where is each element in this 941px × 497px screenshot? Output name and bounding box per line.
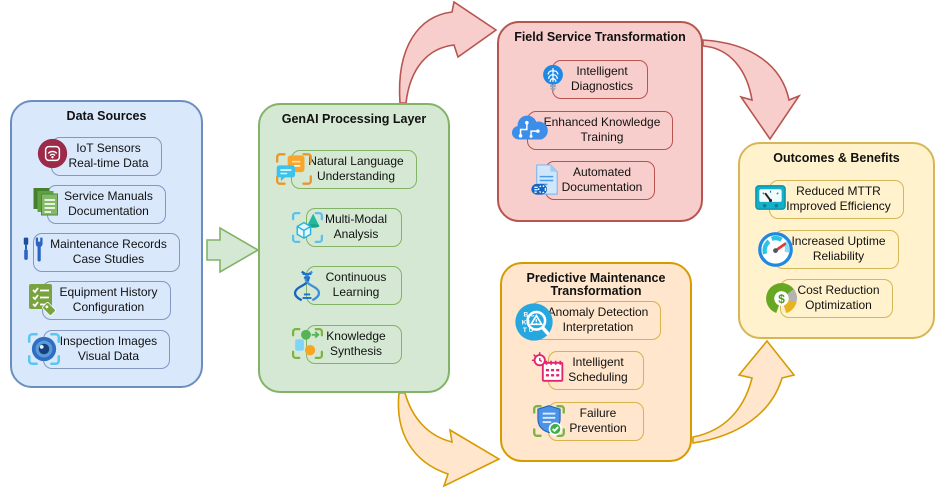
node-label-line2: Learning — [332, 285, 380, 300]
node-label-line2: Optimization — [805, 298, 872, 313]
svg-text:K I: K I — [521, 320, 529, 327]
node-label-line1: Continuous — [325, 270, 387, 285]
chat-bubbles-icon — [273, 150, 313, 188]
bulb-brain-icon — [534, 61, 572, 99]
node-iot-sensors: IoT Sensors Real-time Data — [12, 136, 201, 176]
node-label-line2: Improved Efficiency — [786, 199, 891, 214]
genai-processing-group: GenAI Processing Layer Natural Language … — [258, 103, 450, 393]
node-maintenance-records: Maintenance Records Case Studies — [12, 233, 201, 273]
node-label-line1: Inspection Images — [59, 333, 158, 348]
predictive-maintenance-group: Predictive Maintenance Transformation B … — [500, 262, 692, 462]
node-label-line1: Cost Reduction — [797, 283, 880, 298]
node-label-line2: Visual Data — [77, 348, 140, 363]
node-label-line1: Failure — [579, 405, 617, 420]
speedometer-icon — [756, 230, 794, 268]
shield-check-icon — [530, 402, 568, 440]
data-to-genai-arrow — [206, 226, 260, 274]
node-service-manuals: Service Manuals Documentation — [12, 184, 201, 224]
node-label-line1: Maintenance Records — [50, 237, 167, 252]
node-label-line2: Reliability — [812, 248, 865, 263]
svg-text:T U: T U — [523, 327, 534, 334]
node-label-line2: Documentation — [561, 180, 643, 195]
node-label-line2: Diagnostics — [570, 79, 634, 94]
node-label-line2: Configuration — [72, 300, 145, 315]
data-sources-title: Data Sources — [66, 109, 147, 123]
node-label-line2: Case Studies — [72, 252, 145, 267]
node-label-line2: Documentation — [68, 203, 149, 218]
meter-gauge-icon — [751, 181, 789, 219]
node-label-line1: Automated — [572, 165, 632, 180]
knowledge-synthesis-icon — [288, 325, 326, 363]
node-label-line1: Multi-Modal — [324, 212, 387, 226]
node-label-line1: Anomaly Detection — [547, 304, 649, 319]
field-service-transformation-group: Field Service Transformation Intelligent… — [497, 21, 703, 222]
node-label-line1: Intelligent — [576, 64, 628, 79]
cost-donut-icon: $ — [762, 280, 800, 318]
outcomes-title: Outcomes & Benefits — [773, 151, 900, 165]
predictive-maintenance-title-line2-clipped: Transformation — [550, 284, 642, 298]
node-label-line1: IoT Sensors — [76, 140, 141, 155]
genai-to-predictive-arrow — [397, 392, 501, 488]
cloud-circuit-icon — [509, 111, 548, 149]
node-label-line1: Natural Language — [308, 153, 404, 168]
node-cost-reduction: $ Cost Reduction Optimization — [740, 279, 933, 319]
node-label-line1: Enhanced Knowledge — [543, 114, 661, 129]
node-knowledge-synthesis: Knowledge Synthesis — [260, 324, 448, 364]
node-label-line1: Intelligent — [572, 355, 624, 370]
calendar-clock-icon — [530, 351, 568, 390]
field-service-to-outcomes-arrow — [702, 39, 802, 141]
node-label-line1: Increased Uptime — [791, 233, 886, 248]
node-natural-language-understanding: Natural Language Understanding — [260, 149, 448, 189]
node-label-line2: Understanding — [316, 168, 396, 183]
svg-text:$: $ — [778, 292, 785, 306]
data-sources-group: Data Sources IoT Sensors Real-time Data … — [10, 100, 203, 388]
document-table-icon — [527, 162, 565, 200]
predictive-to-outcomes-arrow — [692, 339, 796, 444]
node-enhanced-knowledge-training: Enhanced Knowledge Training — [499, 110, 701, 150]
node-label-line1: Reduced MTTR — [796, 184, 881, 199]
inspection-eye-icon — [25, 330, 63, 368]
node-intelligent-diagnostics: Intelligent Diagnostics — [499, 60, 701, 100]
node-equipment-history: Equipment History Configuration — [12, 281, 201, 321]
node-label-line1: Knowledge — [326, 328, 386, 343]
node-increased-uptime: Increased Uptime Reliability — [740, 229, 933, 269]
genai-to-field-service-arrow — [398, 0, 498, 104]
node-label-line2: Interpretation — [562, 319, 634, 334]
iot-sensors-icon — [33, 137, 71, 175]
node-label-line2: Real-time Data — [68, 155, 149, 170]
multimodal-cube-icon — [288, 209, 326, 247]
node-intelligent-scheduling: Intelligent Scheduling — [502, 351, 690, 391]
service-manuals-icon — [29, 185, 67, 223]
node-automated-documentation: Automated Documentation — [499, 161, 701, 201]
node-label-line2: Prevention — [569, 420, 627, 435]
dna-icon — [288, 267, 326, 305]
node-label-line1: Equipment History — [59, 285, 158, 300]
node-inspection-images: Inspection Images Visual Data — [12, 329, 201, 369]
node-multi-modal-analysis: Multi-Modal Analysis — [260, 208, 448, 247]
node-continuous-learning: Continuous Learning — [260, 266, 448, 306]
node-label-line2: Scheduling — [568, 370, 628, 385]
field-service-title: Field Service Transformation — [514, 30, 686, 44]
node-failure-prevention: Failure Prevention — [502, 401, 690, 441]
predictive-maintenance-title: Predictive Maintenance — [526, 271, 666, 285]
node-reduced-mttr: Reduced MTTR Improved Efficiency — [740, 180, 933, 220]
node-label-line2: Analysis — [333, 227, 379, 241]
outcomes-benefits-group: Outcomes & Benefits Reduced MTTR Improve… — [738, 142, 935, 339]
node-label-line2: Training — [580, 129, 624, 144]
genai-title: GenAI Processing Layer — [281, 112, 427, 126]
node-label-line1: Service Manuals — [64, 188, 153, 203]
node-label-line2: Synthesis — [329, 343, 383, 358]
maintenance-tools-icon — [15, 234, 53, 272]
equipment-checklist-icon — [24, 282, 62, 320]
